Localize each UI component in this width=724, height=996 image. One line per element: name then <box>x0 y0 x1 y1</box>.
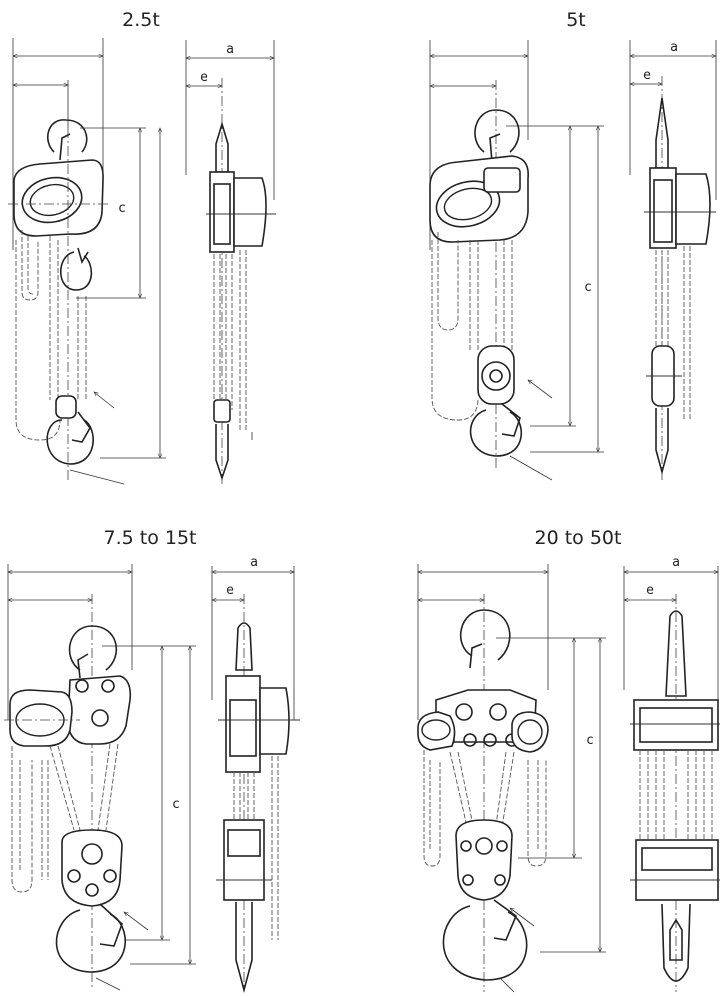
dimension-c-label: c <box>172 797 180 812</box>
side-view: a e <box>624 555 720 992</box>
panel-title: 5t <box>566 9 586 31</box>
dimension-e-label: e <box>643 68 651 83</box>
panel-title: 2.5t <box>122 9 160 31</box>
dimension-a-label: a <box>226 42 234 57</box>
front-view: c <box>417 564 606 993</box>
dimension-a-label: a <box>672 555 680 570</box>
dimension-c-label: c <box>586 733 594 748</box>
side-view: a e <box>630 40 716 480</box>
side-view: a e <box>186 40 276 484</box>
panel-2-5t: 2.5t <box>8 9 276 485</box>
front-view: c <box>8 38 166 485</box>
dimension-e-label: e <box>226 583 234 598</box>
panel-7-5-to-15t: 7.5 to 15t <box>4 527 300 994</box>
panel-20-to-50t: 20 to 50t <box>417 527 720 993</box>
dimension-e-label: e <box>200 70 208 85</box>
dimension-a-label: a <box>250 555 258 570</box>
dimension-e-label: e <box>646 583 654 598</box>
dimension-c-label: c <box>584 280 592 295</box>
panel-title: 20 to 50t <box>535 527 622 549</box>
side-view: a e <box>212 555 300 994</box>
panel-title: 7.5 to 15t <box>104 527 197 549</box>
front-view: c <box>429 40 604 481</box>
dimension-c-label: c <box>118 201 126 216</box>
front-view: c <box>4 564 196 991</box>
dimension-a-label: a <box>670 40 678 55</box>
panel-5t: 5t <box>429 9 716 481</box>
